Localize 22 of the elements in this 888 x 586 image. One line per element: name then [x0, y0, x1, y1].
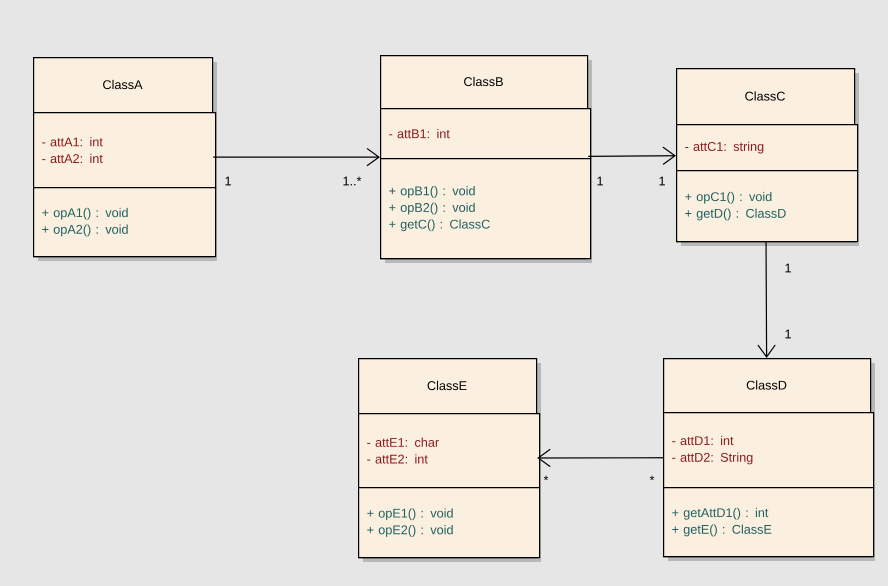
multiplicity-label: 1: [785, 330, 791, 338]
operation-compartment: + opE1() : void + opE2() : void: [358, 487, 540, 558]
multiplicity-label: *: [650, 476, 654, 480]
multiplicity-label: 1: [225, 176, 231, 186]
multiplicity-label: 1..*: [343, 176, 362, 186]
multiplicity-label: 1: [659, 176, 665, 186]
association-arrow: [213, 148, 380, 166]
multiplicity-label: 1: [785, 264, 791, 272]
association-arrow: [588, 146, 676, 165]
operation-compartment: + opC1() : void + getD() : ClassD: [676, 170, 858, 242]
attribute-compartment: - attC1: string: [676, 124, 858, 172]
operation-compartment: + getAttD1() : int + getE() : ClassE: [663, 487, 874, 558]
operation-compartment: + opA1() : void + opA2() : void: [33, 187, 216, 258]
operation-compartment: + opB1() : void + opB2() : void + getC() : ClassC: [380, 158, 592, 260]
attribute-compartment: - attA1: int - attA2: int: [33, 112, 216, 188]
multiplicity-label: *: [544, 476, 548, 480]
association-arrow: [537, 448, 664, 468]
attribute-compartment: - attB1: int: [380, 108, 592, 160]
association-arrow: [757, 242, 776, 358]
multiplicity-label: 1: [597, 176, 603, 186]
attribute-compartment: - attD1: int - attD2: String: [663, 412, 874, 488]
attribute-compartment: - attE1: char - attE2: int: [358, 413, 540, 488]
